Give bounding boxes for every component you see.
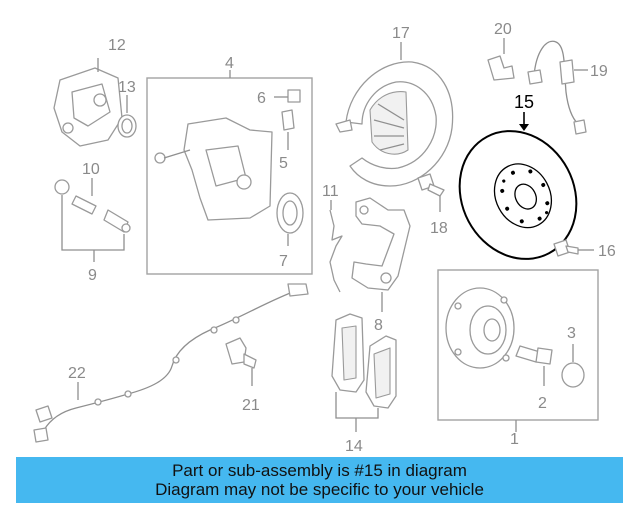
screw-16-part[interactable]: [553, 239, 579, 257]
callout-6: 6: [257, 90, 266, 107]
info-banner: Part or sub-assembly is #15 in diagram D…: [16, 457, 623, 503]
bolt-18-part[interactable]: [417, 173, 445, 197]
leader-9: [61, 195, 125, 251]
spring-clip-part[interactable]: [329, 209, 343, 293]
wear-sensor-wire-part[interactable]: [33, 283, 309, 443]
callout-11: 11: [322, 183, 339, 200]
banner-line-2: Diagram may not be specific to your vehi…: [155, 480, 484, 499]
callout-5: 5: [279, 155, 288, 172]
splash-shield-part[interactable]: [335, 61, 454, 187]
callout-9: 9: [88, 267, 97, 284]
callout-10: 10: [82, 161, 100, 178]
wheel-hub-part[interactable]: [445, 287, 515, 369]
sensor-bracket-part[interactable]: [225, 337, 257, 369]
callout-3: 3: [567, 325, 576, 342]
callout-14: 14: [345, 438, 363, 455]
callout-15: 15: [514, 92, 534, 112]
guide-pin-part[interactable]: [54, 179, 131, 233]
hub-group-box: [437, 269, 599, 421]
callout-8: 8: [374, 317, 383, 334]
clip-20-part[interactable]: [487, 55, 515, 81]
brake-pads-part[interactable]: [331, 313, 397, 409]
caliper-housing-part[interactable]: [53, 67, 123, 147]
callout-2: 2: [538, 395, 547, 412]
callout-18: 18: [430, 220, 448, 237]
callout-4: 4: [225, 55, 234, 72]
caliper-bracket-part[interactable]: [351, 197, 411, 291]
callout-22: 22: [68, 365, 86, 382]
brake-disc-rotor-part[interactable]: [438, 110, 599, 279]
caliper-body-part[interactable]: [154, 117, 273, 221]
bleeder-screw-part[interactable]: [281, 89, 301, 131]
callout-7: 7: [279, 253, 288, 270]
dust-cap-part[interactable]: [561, 362, 585, 388]
banner-line-1: Part or sub-assembly is #15 in diagram: [172, 461, 467, 480]
brake-hose-part[interactable]: [527, 40, 587, 135]
callout-16: 16: [598, 243, 616, 260]
callout-19: 19: [590, 63, 608, 80]
callout-13: 13: [118, 79, 136, 96]
leader-15-arrow: [519, 124, 529, 131]
leader-14: [335, 392, 379, 419]
callout-12: 12: [108, 37, 126, 54]
callout-21: 21: [242, 397, 260, 414]
callout-1: 1: [510, 431, 519, 448]
hub-bolt-part[interactable]: [515, 345, 553, 365]
callout-20: 20: [494, 21, 512, 38]
callout-17: 17: [392, 25, 410, 42]
parts-diagram: 12 13 10 9 4 6 5 7 17: [33, 21, 616, 455]
